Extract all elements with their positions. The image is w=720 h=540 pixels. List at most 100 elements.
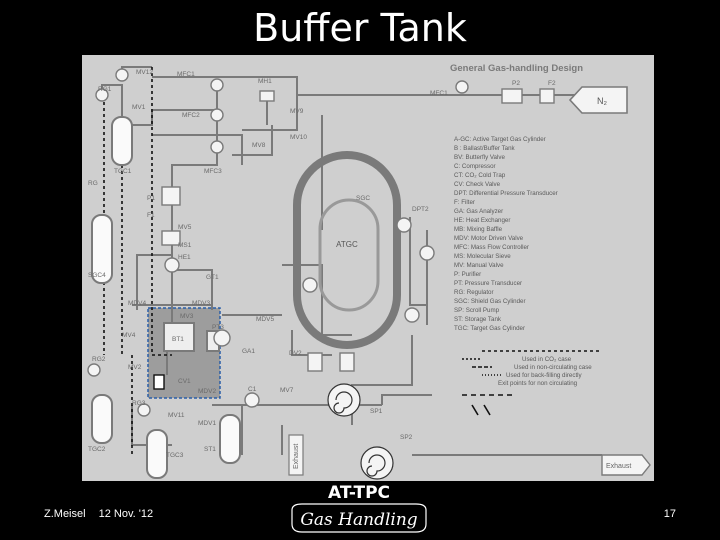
- svg-text:MFC2: MFC2: [182, 112, 200, 119]
- legend-item: B : Ballast/Buffer Tank: [454, 145, 516, 152]
- legend-item: P: Purifier: [454, 271, 481, 278]
- svg-text:F1: F1: [147, 212, 155, 219]
- legend-item: MV: Manual Valve: [454, 262, 504, 269]
- svg-text:F2: F2: [548, 80, 556, 87]
- exhaust-label: Exhaust: [606, 463, 631, 470]
- components: [153, 88, 555, 390]
- footer-left: Z.Meisel 12 Nov. '12: [44, 508, 163, 520]
- svg-text:RG2: RG2: [92, 356, 106, 363]
- svg-text:MV10: MV10: [290, 134, 307, 141]
- author-text: Z.Meisel: [44, 508, 86, 520]
- svg-text:GA1: GA1: [242, 348, 255, 355]
- svg-text:CV1: CV1: [178, 378, 191, 385]
- svg-text:MDV4: MDV4: [128, 300, 146, 307]
- legend-item: C: Compressor: [454, 163, 496, 170]
- svg-text:SGC: SGC: [356, 195, 370, 202]
- line-key-samples: [462, 358, 512, 416]
- svg-text:MS1: MS1: [178, 242, 192, 249]
- n2-label: N₂: [597, 96, 607, 106]
- page-number: 17: [663, 508, 676, 520]
- svg-text:MV11: MV11: [168, 412, 185, 419]
- svg-text:C1: C1: [248, 386, 257, 393]
- svg-text:P2: P2: [512, 80, 520, 87]
- atgc-label: ATGC: [336, 240, 358, 249]
- line-key-item: Used for back-filling directly: [506, 372, 583, 379]
- exhaust-arrow: [601, 454, 651, 476]
- svg-text:MDV1: MDV1: [198, 420, 216, 427]
- svg-text:RG3: RG3: [132, 400, 146, 407]
- svg-text:SP1: SP1: [370, 408, 383, 415]
- slide-title: Buffer Tank: [253, 6, 467, 50]
- exhaust-arrow-2: [288, 434, 304, 476]
- gas-handling-diagram: ATGC N₂ Exhaust E: [82, 55, 654, 481]
- highlight-border: [147, 307, 221, 399]
- legend-item: SGC: Shield Gas Cylinder: [454, 298, 526, 305]
- exhaust-label-2: Exhaust: [293, 444, 300, 469]
- n2-inlet-arrow: [568, 86, 628, 114]
- svg-text:MV7: MV7: [280, 387, 294, 394]
- legend-item: HE: Heat Exchanger: [454, 217, 510, 224]
- svg-text:MV4: MV4: [122, 332, 136, 339]
- svg-text:MDV3: MDV3: [192, 300, 210, 307]
- svg-text:MDV2: MDV2: [198, 388, 216, 395]
- tgc1-cylinder: [111, 116, 133, 166]
- svg-text:MV3: MV3: [180, 313, 194, 320]
- logo-line1: AT-TPC: [328, 483, 390, 503]
- tgc2-cylinder: [91, 394, 113, 444]
- svg-text:RG1: RG1: [98, 86, 112, 93]
- legend-item: A-GC: Active Target Gas Cylinder: [454, 136, 546, 143]
- component-labels: MV12 MFC1 MH1 MFC1 P2 F2 RG1 MV1 MFC2 MV…: [88, 69, 556, 459]
- sgc4-cylinder: [91, 214, 113, 284]
- legend-item: BV: Butterfly Valve: [454, 154, 505, 161]
- tgc3-cylinder: [146, 429, 168, 479]
- date-text: 12 Nov. '12: [98, 508, 154, 520]
- logo-line2: Gas Handling: [300, 510, 417, 530]
- svg-text:TGC3: TGC3: [166, 452, 184, 459]
- legend-item: MB: Mixing Baffle: [454, 226, 503, 233]
- svg-text:MV1: MV1: [132, 104, 146, 111]
- svg-text:MV8: MV8: [252, 142, 266, 149]
- svg-text:DV2: DV2: [289, 350, 302, 357]
- legend-item: SP: Scroll Pump: [454, 307, 500, 314]
- svg-text:SP2: SP2: [400, 434, 413, 441]
- legend-item: CV: Check Valve: [454, 181, 501, 188]
- pipe-lines: [101, 66, 642, 466]
- svg-text:PT3: PT3: [212, 324, 224, 331]
- gas-cylinders: [91, 116, 241, 479]
- tpc-inner: [318, 198, 380, 312]
- legend-item: PT: Pressure Transducer: [454, 280, 522, 287]
- svg-text:GT1: GT1: [206, 274, 219, 281]
- svg-text:HE1: HE1: [178, 254, 191, 261]
- tpc-chamber: [293, 151, 401, 349]
- line-key-item: Used in CO₂ case: [522, 356, 572, 363]
- svg-text:RG: RG: [88, 180, 98, 187]
- svg-text:P1: P1: [147, 195, 155, 202]
- svg-text:MFC3: MFC3: [204, 168, 222, 175]
- legend-item: TGC: Target Gas Cylinder: [454, 325, 525, 332]
- gauges: [87, 68, 469, 417]
- svg-text:BT1: BT1: [172, 336, 184, 343]
- svg-text:SGC4: SGC4: [88, 272, 106, 279]
- dv2-box: [307, 352, 323, 372]
- logo-frame: [291, 503, 427, 533]
- svg-text:ST1: ST1: [204, 446, 216, 453]
- line-key-item: Exit points for non circulating: [498, 380, 578, 387]
- legend: A-GC: Active Target Gas Cylinder B : Ball…: [454, 136, 558, 332]
- svg-text:MV12: MV12: [136, 69, 153, 76]
- line-key-item: Used in non-circulating case: [514, 364, 592, 371]
- legend-item: RG: Regulator: [454, 289, 494, 296]
- legend-item: CT: CO₂ Cold Trap: [454, 172, 506, 179]
- svg-text:MDV5: MDV5: [256, 316, 274, 323]
- svg-text:MV2: MV2: [128, 364, 142, 371]
- legend-item: MS: Molecular Sieve: [454, 253, 511, 260]
- svg-text:MFC1: MFC1: [177, 71, 195, 78]
- svg-text:MV5: MV5: [178, 224, 192, 231]
- bt1-tank: [163, 322, 195, 352]
- diagram-heading: General Gas-handling Design: [450, 63, 583, 74]
- legend-item: ST: Storage Tank: [454, 316, 502, 323]
- at-tpc-logo: AT-TPC Gas Handling: [291, 483, 427, 533]
- legend-item: MFC: Mass Flow Controller: [454, 244, 529, 251]
- legend-item: GA: Gas Analyzer: [454, 208, 503, 215]
- legend-item: F: Filter: [454, 199, 475, 206]
